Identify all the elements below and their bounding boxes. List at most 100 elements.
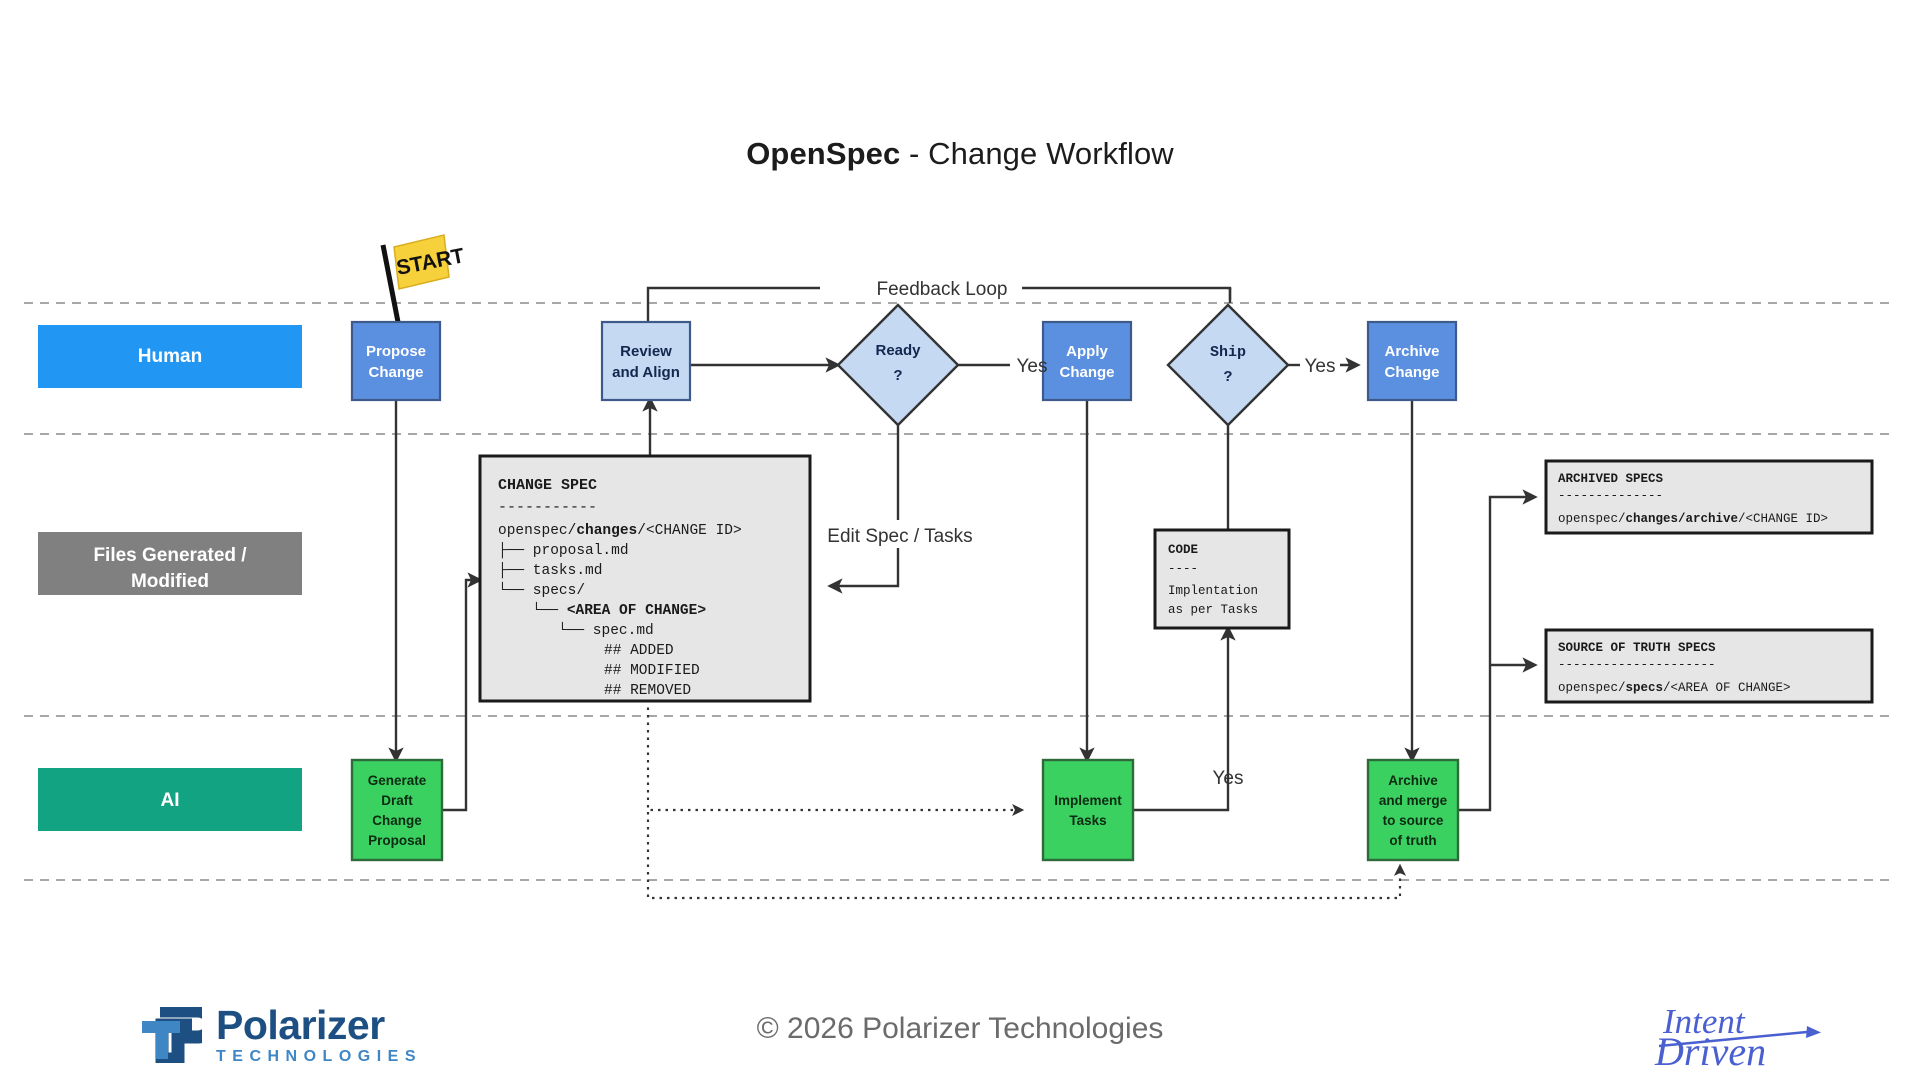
edge-label-feedback-loop: Feedback Loop: [877, 279, 1008, 300]
node-ship-decision[interactable]: Ship ?: [1166, 303, 1290, 427]
edge-feedback-right: [1000, 286, 1232, 300]
node-archive-and-merge[interactable]: Archive and merge to source of truth: [1366, 758, 1460, 862]
node-propose-change[interactable]: Propose Change: [350, 320, 442, 402]
node-ready-line1: Ready: [875, 342, 921, 359]
archived-specs-path-bold: changes/archive: [1626, 512, 1739, 526]
title-brand: OpenSpec: [746, 136, 901, 171]
change-spec-path-line: openspec/changes/<CHANGE ID>: [498, 523, 742, 539]
lane-label-human: Human: [138, 346, 202, 367]
polarizer-subtext: TECHNOLOGIES: [216, 1048, 423, 1065]
polarizer-mark-icon: [142, 1007, 202, 1063]
node-archive-merge-line2: and merge: [1379, 793, 1448, 808]
archived-specs-path-post: /<CHANGE ID>: [1738, 512, 1828, 526]
lane-header-human: Human: [38, 325, 302, 388]
source-of-truth-heading: SOURCE OF TRUTH SPECS: [1558, 641, 1716, 655]
dotted-connectors: [646, 700, 1407, 900]
lane-label-files-line2: Modified: [131, 571, 209, 592]
node-archive-merge-line1: Archive: [1388, 773, 1438, 788]
source-of-truth-path-bold: specs: [1626, 681, 1664, 695]
edge-bottom-return-dotted: [646, 812, 1407, 900]
artifact-archived-specs: ARCHIVED SPECS -------------- openspec/c…: [1544, 459, 1874, 535]
node-ship-line1: Ship: [1210, 344, 1246, 361]
polarizer-wordmark: Polarizer: [216, 1002, 385, 1048]
node-review-and-align[interactable]: Review and Align: [600, 320, 692, 402]
node-apply-line1: Apply: [1066, 343, 1108, 360]
edge-label-implement-yes: Yes: [1213, 768, 1244, 789]
intent-driven-arrow-icon: [1658, 1026, 1821, 1048]
edge-label-ship-yes: Yes: [1305, 356, 1336, 377]
source-of-truth-path-pre: openspec/: [1558, 681, 1626, 695]
node-archive-change-line2: Change: [1384, 364, 1439, 381]
edge-archive-to-archived-specs: [1458, 489, 1538, 812]
intent-driven-logo: Intent Driven: [1655, 1002, 1845, 1077]
title-rest: - Change Workflow: [900, 136, 1174, 171]
change-spec-area-name: <AREA OF CHANGE>: [567, 603, 706, 619]
node-propose-change-line2: Change: [368, 364, 423, 381]
change-spec-heading: CHANGE SPEC: [498, 477, 597, 494]
polarizer-logo: Polarizer TECHNOLOGIES: [140, 1005, 422, 1065]
node-archive-merge-line3: to source: [1383, 813, 1444, 828]
edge-ready-to-editspec: [827, 425, 900, 594]
lane-header-files: Files Generated / Modified: [38, 532, 302, 595]
change-spec-line-specs: └── specs/: [498, 581, 585, 599]
change-spec-path-bold: changes: [576, 523, 637, 539]
code-heading: CODE: [1168, 543, 1198, 557]
node-archive-change[interactable]: Archive Change: [1366, 320, 1458, 402]
code-line1: Implentation: [1168, 584, 1258, 598]
lane-separators: [24, 302, 1896, 881]
copyright-text: © 2026 Polarizer Technologies: [756, 1012, 1164, 1045]
artifact-change-spec: CHANGE SPEC ----------- openspec/changes…: [478, 454, 812, 703]
intent-driven-line1: Intent: [1663, 1002, 1745, 1041]
archived-specs-path: openspec/changes/archive/<CHANGE ID>: [1558, 512, 1828, 526]
change-spec-line-removed: ## REMOVED: [604, 683, 691, 699]
node-generate-line2: Draft: [381, 793, 413, 808]
code-rule: ----: [1168, 562, 1198, 576]
start-flag-pole: [380, 244, 401, 323]
edge-implement-to-code: [1133, 625, 1236, 812]
change-spec-line-area: └── <AREA OF CHANGE>: [532, 601, 706, 619]
source-of-truth-path: openspec/specs/<AREA OF CHANGE>: [1558, 681, 1791, 695]
change-spec-rule: -----------: [498, 499, 597, 516]
editspec-label-bg: [812, 520, 1002, 548]
node-implement-tasks[interactable]: Implement Tasks: [1041, 758, 1135, 862]
page-title: OpenSpec - Change Workflow: [0, 136, 1920, 172]
change-spec-path-post: /<CHANGE ID>: [637, 523, 741, 539]
change-spec-line-specmd: └── spec.md: [558, 621, 654, 639]
source-of-truth-rule: ---------------------: [1558, 658, 1716, 672]
feedback-label-bg: [862, 274, 1022, 302]
edge-label-ready-yes: Yes: [1017, 356, 1048, 377]
node-propose-change-line1: Propose: [366, 343, 426, 360]
node-generate-line1: Generate: [368, 773, 427, 788]
node-apply-change[interactable]: Apply Change: [1041, 320, 1133, 402]
archived-specs-rule: --------------: [1558, 489, 1663, 503]
edge-label-edit-spec-tasks: Edit Spec / Tasks: [827, 526, 972, 547]
artifact-source-of-truth-specs: SOURCE OF TRUTH SPECS ------------------…: [1544, 628, 1874, 704]
node-generate-draft-proposal[interactable]: Generate Draft Change Proposal: [350, 758, 444, 862]
start-flag-icon: START: [393, 234, 466, 290]
node-generate-line4: Proposal: [368, 833, 426, 848]
node-apply-line2: Change: [1059, 364, 1114, 381]
node-ship-line2: ?: [1223, 369, 1232, 386]
change-spec-line-tasks: ├── tasks.md: [498, 561, 602, 579]
node-implement-line2: Tasks: [1069, 813, 1106, 828]
lane-header-ai: AI: [38, 768, 302, 831]
node-implement-line1: Implement: [1054, 793, 1122, 808]
change-spec-line-proposal: ├── proposal.md: [498, 541, 629, 559]
change-spec-line-added: ## ADDED: [604, 643, 674, 659]
connectors: [380, 244, 1538, 812]
change-spec-area-prefix: └──: [532, 601, 567, 619]
node-review-line1: Review: [620, 343, 672, 360]
node-ready-line2: ?: [893, 367, 902, 384]
edge-generate-to-changespec: [442, 572, 483, 812]
node-ready-decision[interactable]: Ready ?: [836, 303, 960, 427]
archived-specs-path-pre: openspec/: [1558, 512, 1626, 526]
source-of-truth-path-post: /<AREA OF CHANGE>: [1663, 681, 1791, 695]
node-review-line2: and Align: [612, 364, 680, 381]
change-spec-line-modified: ## MODIFIED: [604, 663, 700, 679]
node-generate-line3: Change: [372, 813, 422, 828]
artifact-code: CODE ---- Implentation as per Tasks: [1153, 528, 1291, 630]
code-line2: as per Tasks: [1168, 603, 1258, 617]
node-archive-merge-line4: of truth: [1389, 833, 1436, 848]
